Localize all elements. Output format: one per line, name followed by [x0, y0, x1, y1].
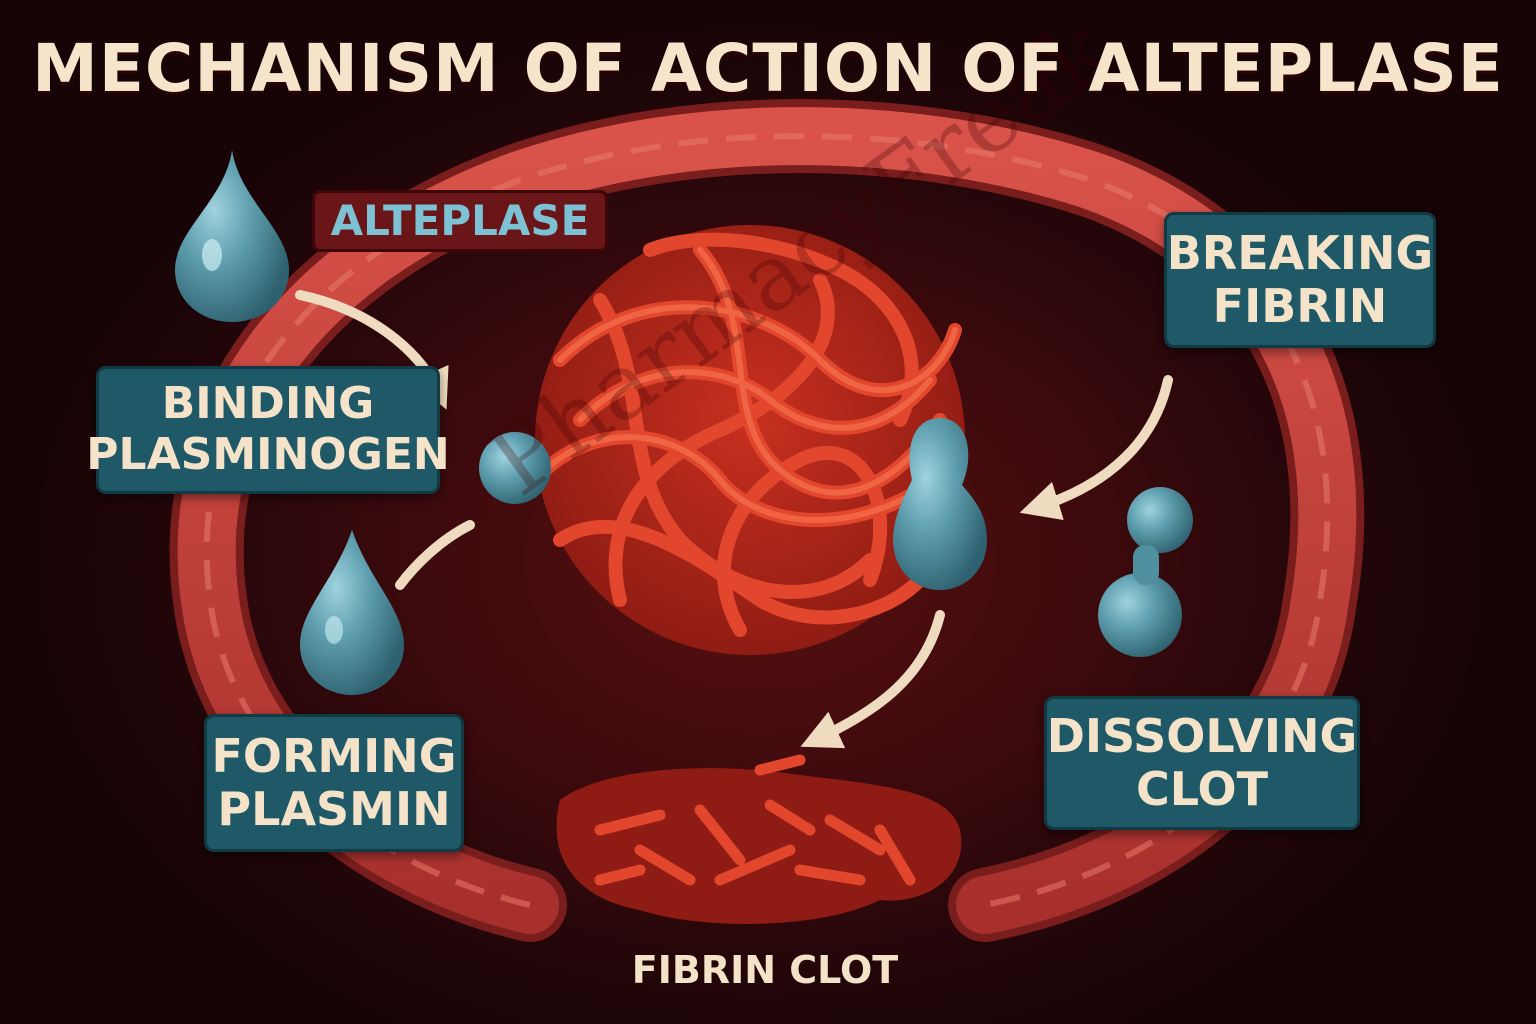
step-breaking-fibrin: BREAKING FIBRIN — [1164, 212, 1436, 348]
step-forming-line1: FORMING — [211, 729, 457, 784]
step-binding-line1: BINDING — [161, 378, 375, 430]
vessel-wall — [169, 99, 1365, 942]
plasmin-drop-icon — [300, 530, 404, 695]
step-breaking-line2: FIBRIN — [1212, 279, 1388, 333]
step-forming-line2: PLASMIN — [217, 782, 451, 836]
step-binding-line2: PLASMINOGEN — [86, 429, 450, 480]
alteplase-label: ALTEPLASE — [312, 190, 608, 252]
alteplase-drop-icon — [175, 150, 289, 322]
arrow-clot-to-fragments — [800, 610, 945, 749]
step-forming-plasmin: FORMING PLASMIN — [204, 714, 464, 852]
arrow-plasminogen-to-plasmin — [395, 520, 475, 590]
step-dissolving-clot: DISSOLVING CLOT — [1044, 696, 1360, 830]
step-breaking-line1: BREAKING — [1166, 226, 1434, 281]
step-binding-plasminogen: BINDING PLASMINOGEN — [86, 366, 450, 494]
released-plasmin-molecule-icon — [1098, 487, 1193, 657]
plasminogen-molecule-icon — [479, 432, 551, 504]
step-dissolving-line2: CLOT — [1136, 762, 1268, 816]
bound-plasmin-molecule-icon — [893, 418, 987, 590]
dissolved-clot-fragments — [556, 754, 962, 924]
step-dissolving-line1: DISSOLVING — [1046, 709, 1358, 764]
fibrin-clot-mesh — [535, 225, 965, 655]
fibrin-clot-caption: FIBRIN CLOT — [631, 948, 899, 992]
diagram-title: MECHANISM OF ACTION OF ALTEPLASE — [32, 30, 1504, 107]
arrow-breaking-to-clot — [1019, 375, 1173, 521]
